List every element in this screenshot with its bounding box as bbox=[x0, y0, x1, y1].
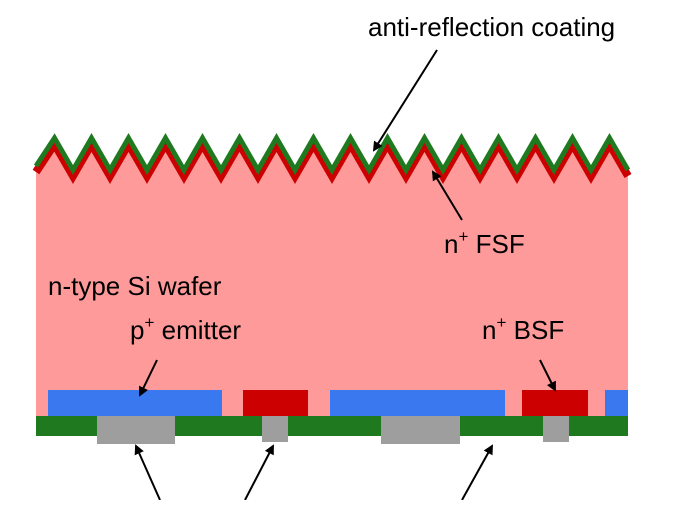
emitter-label: p+ emitter bbox=[130, 313, 241, 345]
metal-contact bbox=[381, 416, 460, 444]
rear-passivation-layer bbox=[36, 416, 628, 436]
si-wafer bbox=[36, 144, 628, 416]
emitter-region bbox=[330, 390, 505, 416]
fsf-label: n+ FSF bbox=[444, 227, 525, 259]
wafer-label: n-type Si wafer bbox=[48, 271, 222, 301]
arrow-to-arc bbox=[372, 49, 438, 152]
arrow-contact-2 bbox=[244, 444, 274, 501]
arrow-contact-1 bbox=[134, 444, 161, 501]
arc-layer bbox=[33, 133, 631, 175]
metal-contact bbox=[262, 416, 288, 442]
fsf-layer bbox=[32, 136, 632, 184]
arc-label: anti-reflection coating bbox=[368, 12, 615, 42]
emitter-region bbox=[48, 390, 222, 416]
arrow-to-emitter bbox=[138, 359, 158, 397]
arrow-contact-3 bbox=[461, 444, 493, 501]
arrow-to-bsf bbox=[539, 359, 556, 392]
metal-contact bbox=[543, 416, 569, 442]
metal-contact bbox=[97, 416, 175, 444]
bsf-region bbox=[522, 390, 588, 416]
pointer-arrows bbox=[134, 49, 556, 501]
bsf-region bbox=[243, 390, 308, 416]
arrow-to-fsf bbox=[431, 170, 463, 221]
bsf-label: n+ BSF bbox=[482, 313, 564, 345]
emitter-region bbox=[605, 390, 628, 416]
